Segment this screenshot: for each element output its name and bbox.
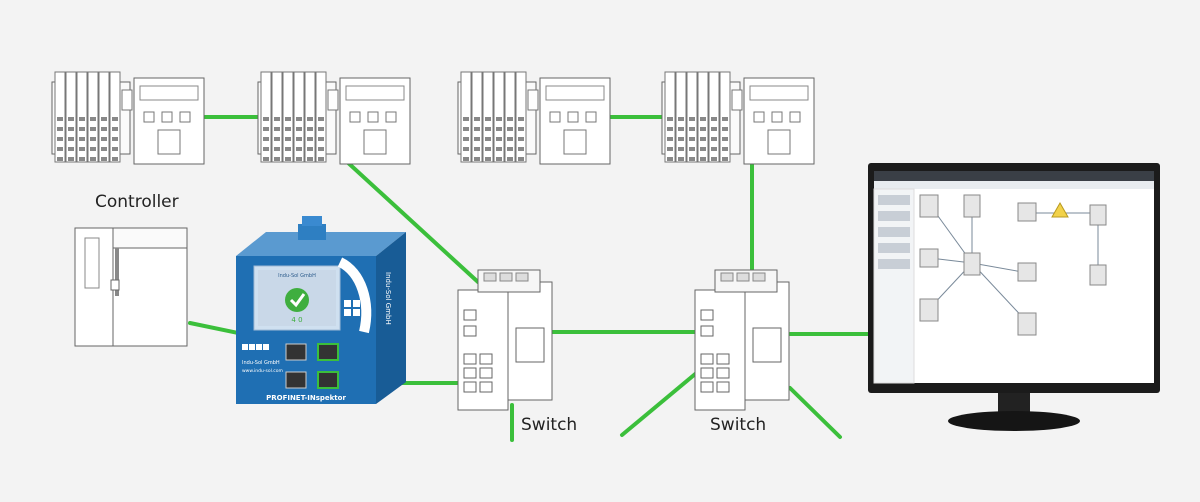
inspector-small-url: www.indu-sol.com <box>242 368 283 374</box>
inspector-icon <box>236 216 406 404</box>
link-switch-right-down-right <box>788 386 842 439</box>
check-icon <box>285 288 309 312</box>
io-module-controller[interactable] <box>51 71 205 165</box>
plc-icon <box>74 227 188 347</box>
io-module-4[interactable] <box>661 71 815 165</box>
inspector-screen-value: 4 0 <box>291 316 302 324</box>
switch-icon <box>457 269 553 411</box>
switch-left-label: Switch <box>521 415 578 435</box>
controller-label: Controller <box>95 192 179 212</box>
io-module-2[interactable] <box>257 71 411 165</box>
plc-device[interactable] <box>74 227 188 347</box>
io-module-icon <box>51 71 205 165</box>
switch-left[interactable] <box>457 269 553 411</box>
inspector-product-name: PROFINET-INspektor <box>266 394 346 402</box>
network-links <box>188 115 874 442</box>
link-module2-switch-left <box>343 158 480 284</box>
inspector-small-brand: Indu-Sol GmbH <box>242 360 280 366</box>
profinet-inspector[interactable]: Indu-Sol GmbH 4 0 Indu-Sol GmbH Indu-Sol… <box>236 216 406 404</box>
inspector-screen-header: Indu-Sol GmbH <box>278 273 316 279</box>
monitor[interactable] <box>868 163 1160 431</box>
monitor-icon <box>868 163 1160 431</box>
link-switch-right-down-left <box>620 368 702 437</box>
io-module-3[interactable] <box>457 71 611 165</box>
switch-right[interactable] <box>694 269 790 411</box>
inspector-side-brand: Indu-Sol GmbH <box>384 272 392 325</box>
switch-right-label: Switch <box>710 415 767 435</box>
